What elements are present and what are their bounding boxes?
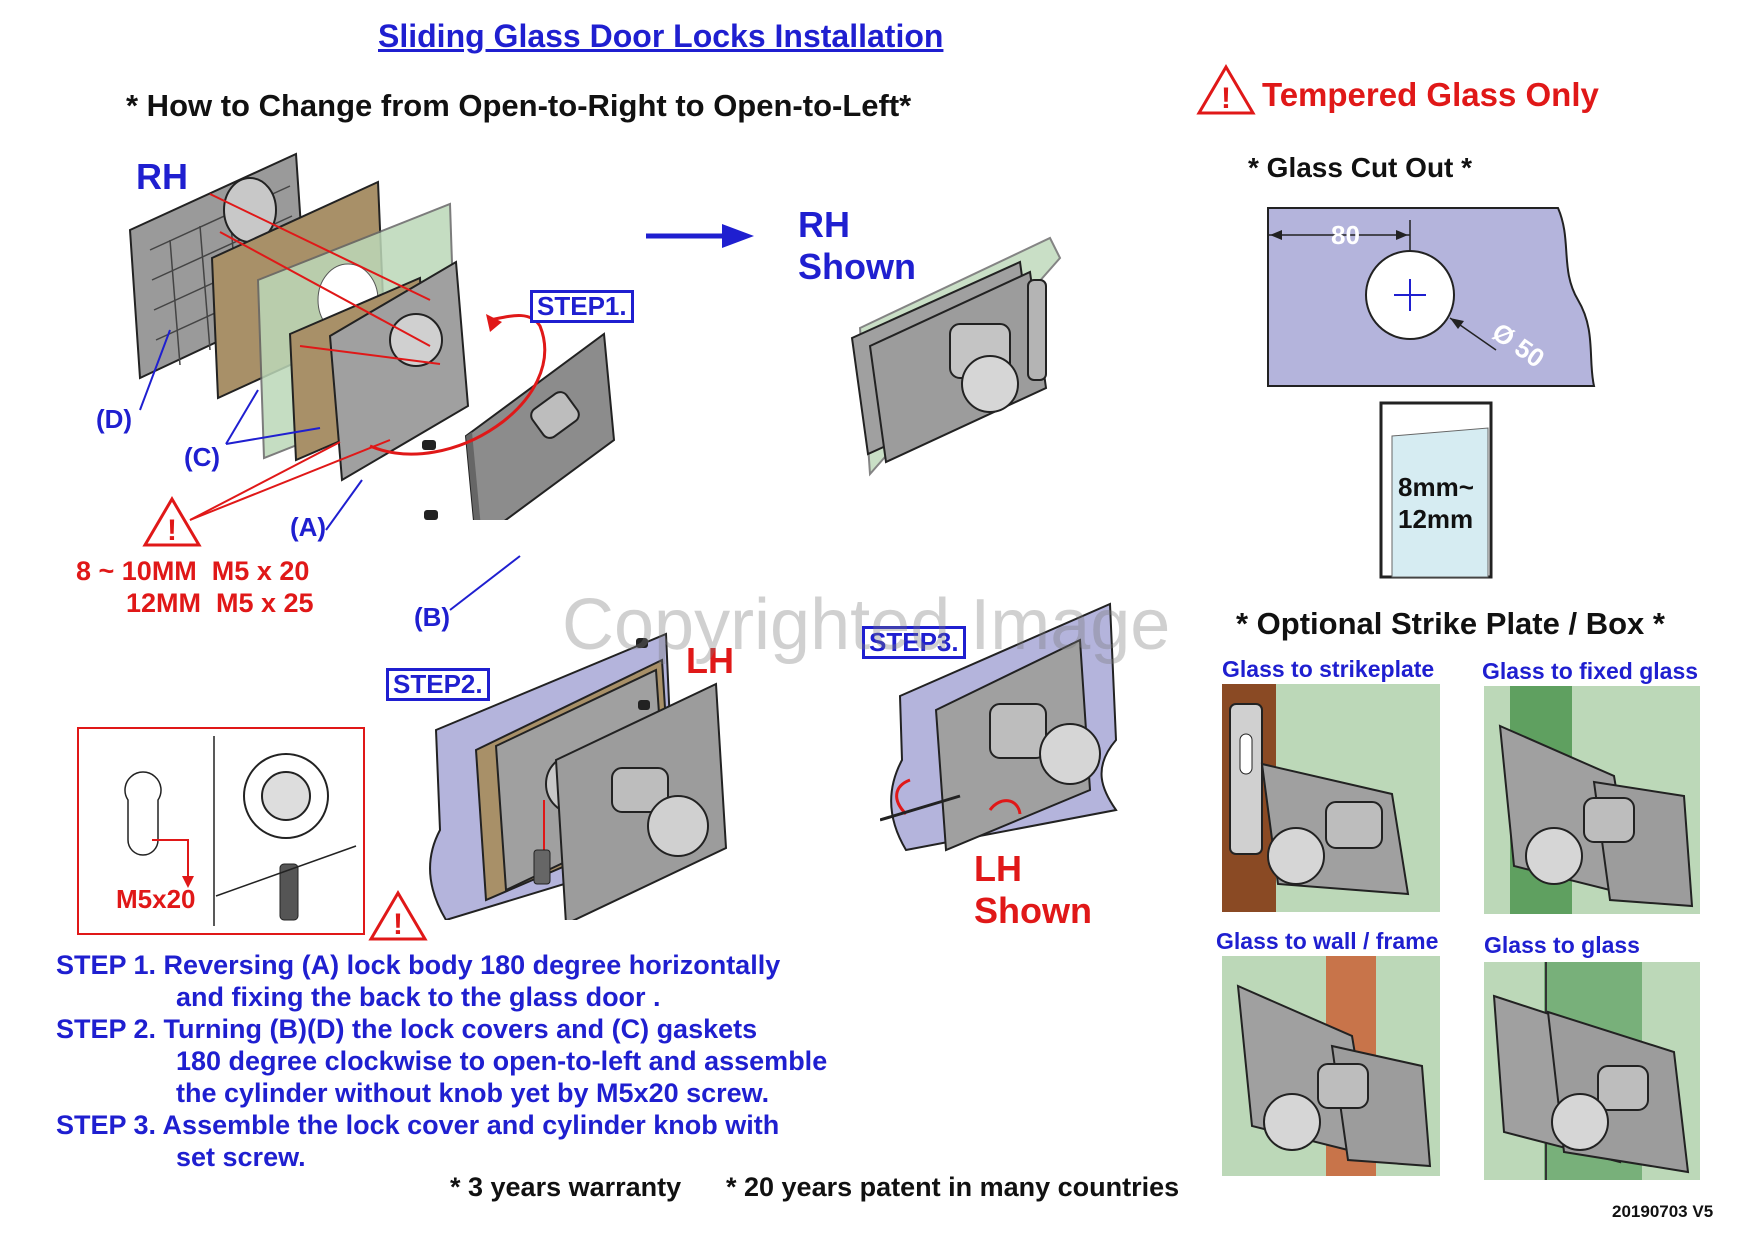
warranty-text: * 3 years warranty <box>450 1172 682 1202</box>
optional-heading: * Optional Strike Plate / Box * <box>1236 606 1665 641</box>
optional-label-glass: Glass to glass <box>1484 932 1640 958</box>
exploded-assembly-drawing <box>128 152 616 520</box>
watermark: Copyrighted Image <box>562 585 1171 665</box>
step2-tag: STEP2. <box>386 668 490 702</box>
glass-thickness-line1: 8mm~ <box>1398 472 1474 502</box>
part-label-b: (B) <box>414 602 451 632</box>
page-subtitle: * How to Change from Open-to-Right to Op… <box>126 88 912 123</box>
version-text: 20190703 V5 <box>1612 1202 1714 1221</box>
inset-screw-label: M5x20 <box>116 884 196 914</box>
rh-assembled-drawing <box>850 236 1062 477</box>
option-wall-frame-image <box>1222 956 1440 1176</box>
screw-inset-drawing <box>77 727 365 935</box>
lh-shown-line2: Shown <box>974 890 1092 931</box>
page-title: Sliding Glass Door Locks Installation <box>378 18 944 54</box>
step1-tag: STEP1. <box>530 290 634 324</box>
step-text-2: and fixing the back to the glass door . <box>176 982 661 1012</box>
lh-shown-line1: LH <box>974 848 1022 889</box>
warning-title: Tempered Glass Only <box>1262 76 1599 113</box>
warning-triangle-icon: ! <box>368 890 428 941</box>
warning-triangle-icon: ! <box>1196 64 1256 115</box>
arrow-right-icon <box>646 224 754 248</box>
step-text-4: 180 degree clockwise to open-to-left and… <box>176 1046 828 1076</box>
part-leader-lines <box>139 329 521 611</box>
optional-label-strikeplate: Glass to strikeplate <box>1222 656 1435 682</box>
screw-spec-2: 12MM M5 x 25 <box>126 588 314 618</box>
lh-label: LH <box>686 640 734 681</box>
part-label-a: (A) <box>290 512 327 542</box>
warning-triangle-icon: ! <box>142 496 202 547</box>
rh-shown-line2: Shown <box>798 246 916 287</box>
svg-text:!: ! <box>1221 82 1231 115</box>
part-label-c: (C) <box>184 442 221 472</box>
cutout-width-label: 80 <box>1331 220 1360 250</box>
step-text-5: the cylinder without knob yet by M5x20 s… <box>176 1078 770 1108</box>
step-text-1: STEP 1. Reversing (A) lock body 180 degr… <box>56 950 781 980</box>
step3-drawing <box>880 602 1118 852</box>
step-text-3: STEP 2. Turning (B)(D) the lock covers a… <box>56 1014 758 1044</box>
glass-cutout-drawing <box>1267 207 1596 387</box>
option-fixed-glass-image <box>1484 686 1700 914</box>
glass-cutout-heading: * Glass Cut Out * <box>1248 152 1473 183</box>
rh-shown-line1: RH <box>798 204 850 245</box>
optional-label-wall-frame: Glass to wall / frame <box>1216 928 1439 954</box>
step-text-6: STEP 3. Assemble the lock cover and cyli… <box>56 1110 780 1140</box>
step-text-7: set screw. <box>176 1142 306 1172</box>
option-strikeplate-image <box>1222 684 1440 912</box>
screw-spec-1: 8 ~ 10MM M5 x 20 <box>76 556 310 586</box>
patent-text: * 20 years patent in many countries <box>726 1172 1180 1202</box>
svg-text:!: ! <box>167 514 177 547</box>
step3-tag: STEP3. <box>862 626 966 660</box>
rh-label: RH <box>136 156 188 197</box>
part-label-d: (D) <box>96 404 133 434</box>
option-glass-to-glass-image <box>1484 962 1700 1180</box>
glass-thickness-line2: 12mm <box>1398 504 1474 534</box>
glass-thickness-drawing <box>1379 401 1493 579</box>
svg-text:!: ! <box>393 908 403 941</box>
optional-label-fixed-glass: Glass to fixed glass <box>1482 658 1699 684</box>
step2-drawing <box>429 632 728 920</box>
